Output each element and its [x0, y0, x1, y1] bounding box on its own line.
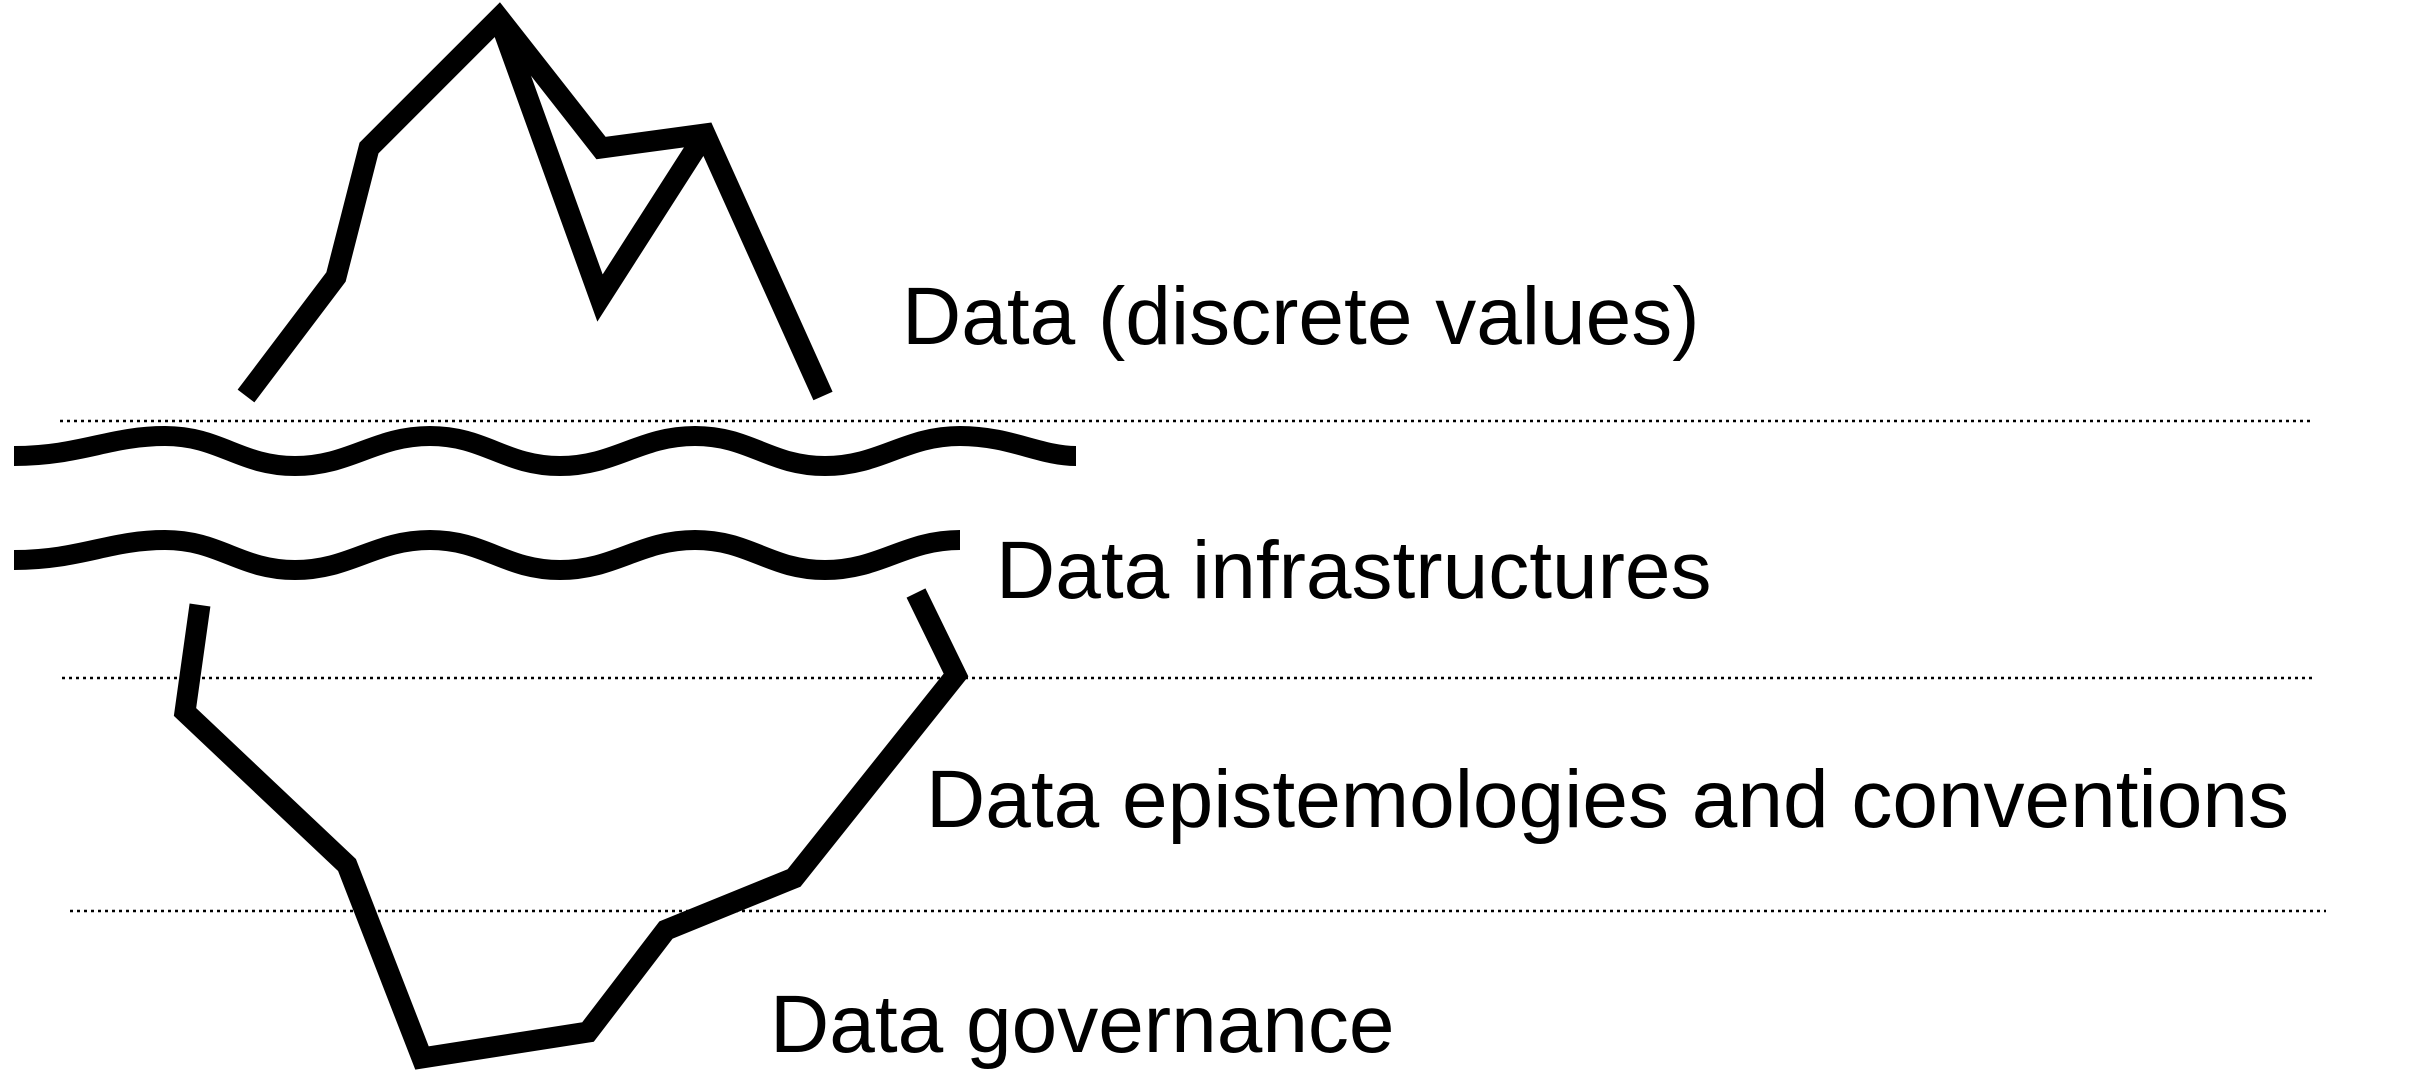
layer-label-infrastructures: Data infrastructures	[996, 525, 1712, 616]
layer-label-epistemologies: Data epistemologies and conventions	[926, 754, 2289, 845]
iceberg-tip-inner-ridge	[489, 14, 714, 322]
layer-label-data: Data (discrete values)	[902, 271, 1700, 362]
water-wave-lower	[13, 529, 961, 581]
water-wave-upper	[13, 425, 1077, 477]
iceberg-underwater-outline	[173, 588, 969, 1070]
iceberg-tip-outline	[237, 2, 833, 403]
layer-label-governance: Data governance	[770, 979, 1395, 1070]
